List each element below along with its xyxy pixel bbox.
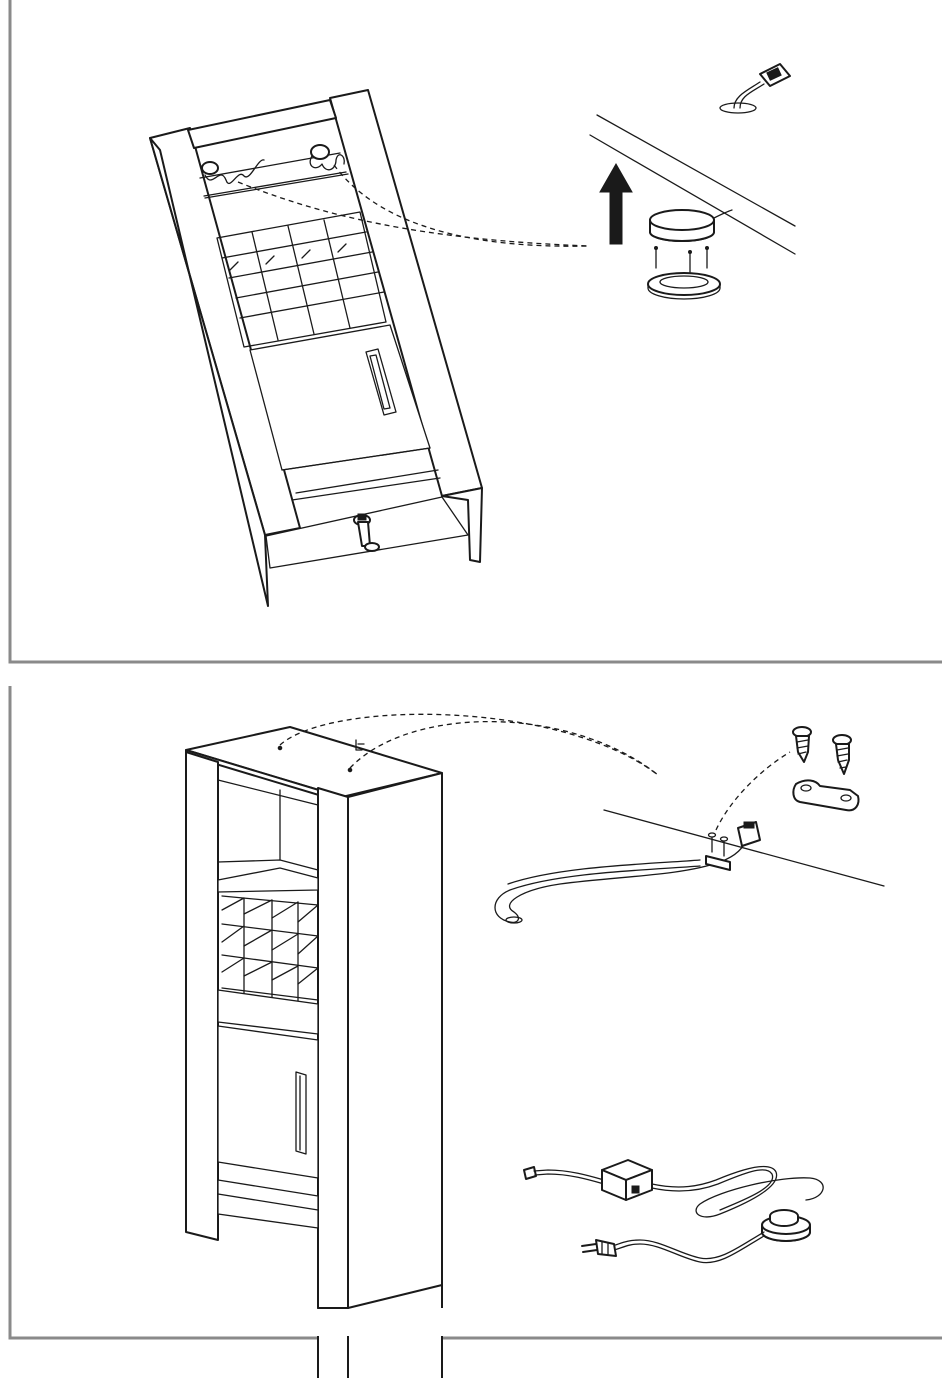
clip-piece-icon	[793, 780, 858, 810]
spotlight-right-lying	[310, 145, 344, 170]
cable-clip-detail	[495, 727, 884, 923]
cabinet-standing	[186, 714, 658, 1378]
cabinet-left-side	[150, 128, 300, 535]
cabinet-right-side-front	[318, 788, 348, 1378]
top-hole-1	[278, 746, 282, 750]
cabinet-right-side	[348, 773, 442, 1378]
spotlight-puck-icon	[650, 210, 732, 241]
power-adapter-icon	[602, 1160, 652, 1200]
dc-plug-icon	[524, 1167, 536, 1179]
board-edge-top	[597, 115, 795, 226]
led-cable	[495, 836, 748, 922]
top-hole-2	[348, 768, 352, 772]
arrow-up-icon	[600, 164, 632, 244]
screw-icon	[655, 247, 709, 273]
power-supply-set	[524, 1160, 823, 1263]
cabinet-lying	[150, 90, 590, 606]
wood-screw-icon	[833, 735, 851, 774]
drawer-front	[218, 990, 318, 1034]
wood-screw-icon	[793, 727, 811, 762]
spotlight-install-detail	[590, 64, 795, 299]
board-edge	[604, 810, 884, 886]
door-handle	[296, 1072, 306, 1154]
connector-plug-icon	[720, 64, 790, 113]
wine-rack	[222, 896, 318, 1008]
mounting-ring-icon	[648, 273, 720, 299]
cable-clip-icon	[706, 856, 730, 870]
foot-switch-icon	[762, 1210, 810, 1241]
cabinet-left-side-front	[186, 752, 218, 1240]
euro-plug-icon	[582, 1240, 616, 1256]
cabinet-top-board	[188, 100, 336, 148]
panel-frame-top	[10, 0, 942, 662]
